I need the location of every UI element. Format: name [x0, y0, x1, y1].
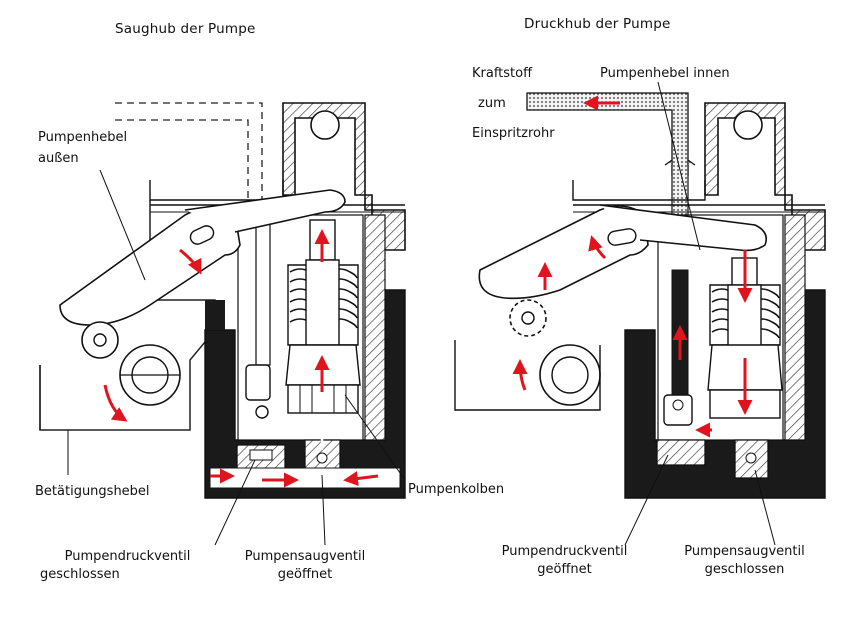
- label-pumpenhebel-innen: Pumpenhebel innen: [600, 66, 730, 81]
- label-pumpenkolben: Pumpenkolben: [408, 482, 505, 497]
- label-right-saugventil-line2: geschlossen: [704, 562, 785, 577]
- label-right-druckventil-line2: geöffnet: [537, 562, 592, 577]
- label-kraftstoff: Kraftstoff: [472, 66, 533, 81]
- label-left-druckventil-line1: Pumpendruckventil: [64, 549, 191, 564]
- label-right-druckventil-line1: Pumpendruckventil: [501, 544, 628, 559]
- label-left-saugventil-line2: geöffnet: [277, 567, 333, 582]
- label-einspritzrohr: Einspritzrohr: [472, 126, 555, 141]
- label-left-saugventil-line1: Pumpensaugventil: [244, 549, 366, 564]
- left-title: Saughub der Pumpe: [115, 21, 256, 37]
- label-pumpenhebel-aussen-line1: Pumpenhebel: [38, 130, 128, 145]
- left-pump-diagram: [39, 102, 406, 546]
- right-pump-diagram: [454, 81, 826, 546]
- label-left-druckventil-line2: geschlossen: [40, 567, 120, 582]
- label-zum: zum: [478, 96, 506, 111]
- label-betaetigungshebel: Betätigungshebel: [35, 484, 150, 499]
- right-flow-arrows: [512, 95, 753, 438]
- right-title: Druckhub der Pumpe: [524, 16, 671, 32]
- label-right-saugventil-line1: Pumpensaugventil: [684, 544, 805, 559]
- label-pumpenhebel-aussen-line2: außen: [38, 151, 79, 166]
- left-flow-arrows: [103, 229, 379, 488]
